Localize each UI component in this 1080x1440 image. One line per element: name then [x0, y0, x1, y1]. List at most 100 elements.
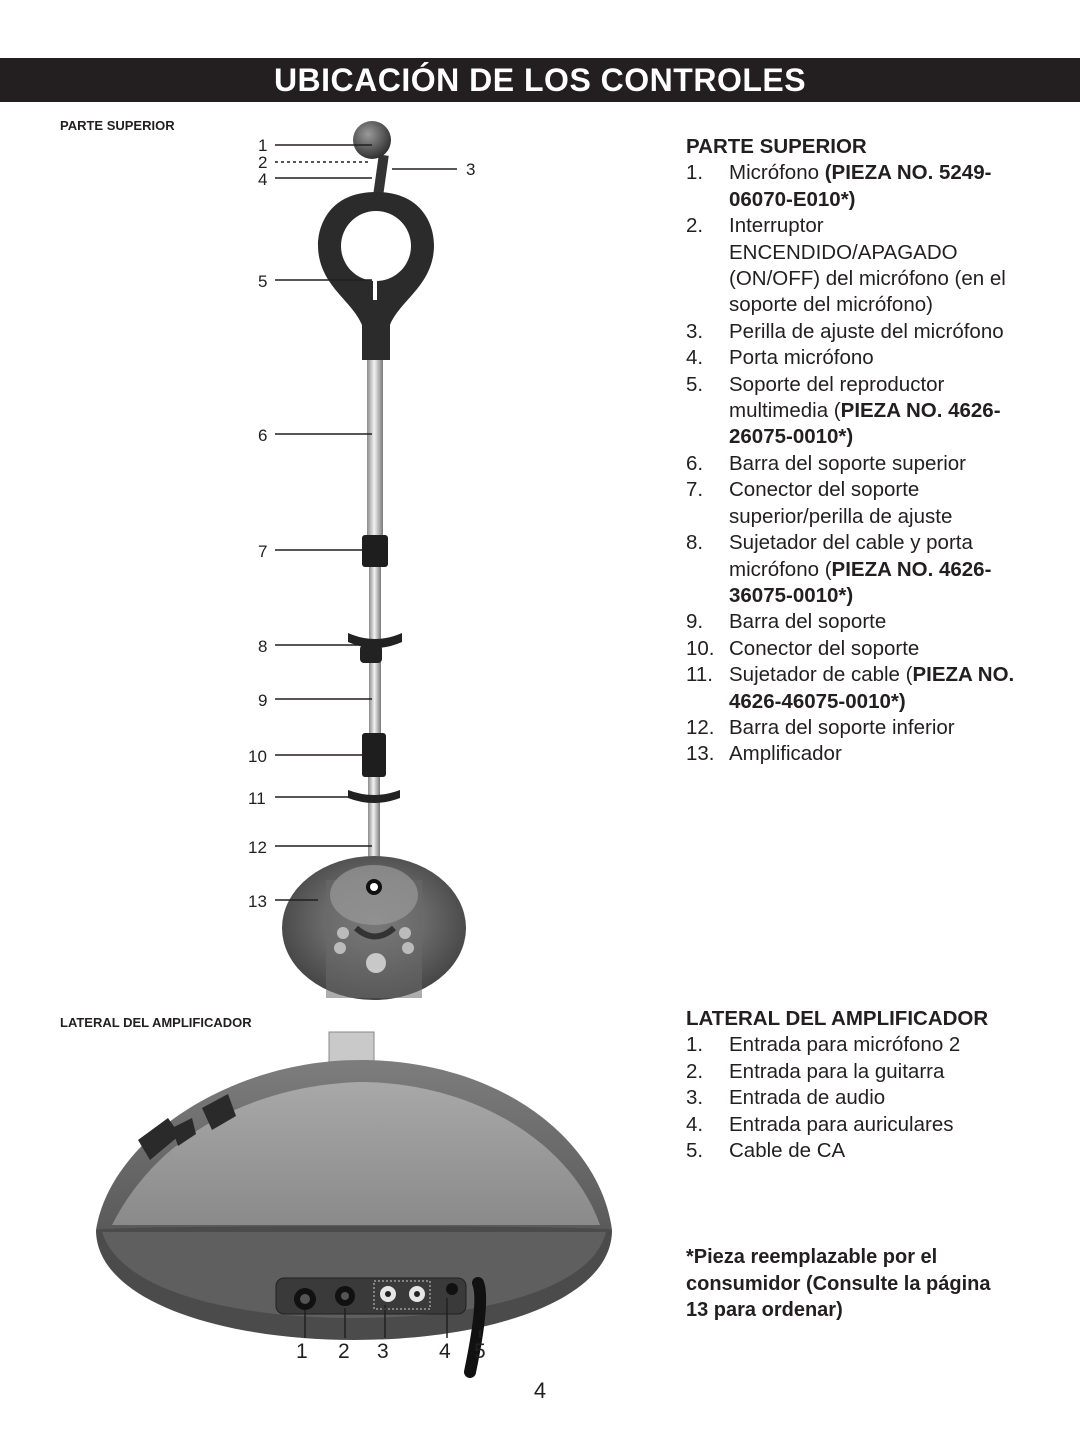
part-number: (PIEZA NO. 5249-06070-E010*): [729, 161, 992, 211]
list-item-text: Micrófono (PIEZA NO. 5249-06070-E010*): [729, 160, 1026, 213]
list-item-text: Sujetador del cable y porta micrófono (P…: [729, 530, 1026, 609]
list-item-plain: Porta micrófono: [729, 346, 874, 370]
side-callout-4: 4: [439, 1340, 451, 1363]
top-callout-lines: [275, 144, 457, 901]
upper-pole-drawing: [367, 360, 383, 538]
figure-label-top: PARTE SUPERIOR: [60, 118, 175, 133]
list-item: 2. Entrada para la guitarra: [686, 1059, 1026, 1085]
connector-drawing: [362, 535, 388, 567]
list-item: 3. Perilla de ajuste del micrófono: [686, 319, 1026, 345]
list-item-plain: Barra del soporte inferior: [729, 715, 955, 739]
list-item-text: Cable de CA: [729, 1138, 1026, 1164]
list-item: 10. Conector del soporte: [686, 636, 1026, 662]
callout-2: 2: [258, 153, 267, 172]
list-item-plain: Conector del soporte superior/perilla de…: [729, 478, 953, 528]
callout-5: 5: [258, 272, 267, 291]
list-item-text: Porta micrófono: [729, 345, 1026, 371]
list-item: 5. Cable de CA: [686, 1138, 1026, 1164]
figure-label-side: LATERAL DEL AMPLIFICADOR: [60, 1015, 252, 1030]
list-item-number: 1.: [686, 161, 704, 185]
list-item-number: 12.: [686, 715, 715, 739]
list-item-text: Interruptor ENCENDIDO/APAGADO (ON/OFF) d…: [729, 213, 1026, 319]
side-parts-list: LATERAL DEL AMPLIFICADOR 1.Entrada para …: [686, 1006, 1026, 1164]
lower-clip-drawing: [348, 790, 400, 803]
list-item: 11. Sujetador de cable (PIEZA NO. 4626-46…: [686, 662, 1026, 715]
list-item-plain: Interruptor ENCENDIDO/APAGADO (ON/OFF) d…: [729, 214, 1006, 317]
list-item-text: Conector del soporte: [729, 636, 1026, 662]
list-item: 7. Conector del soporte superior/perilla …: [686, 477, 1026, 530]
list-item-number: 10.: [686, 636, 715, 660]
list-item-plain: Entrada para la guitarra: [729, 1059, 945, 1083]
side-callout-3: 3: [377, 1340, 389, 1363]
list-item-text: Perilla de ajuste del micrófono: [729, 319, 1026, 345]
callout-4: 4: [258, 170, 267, 189]
list-item-number: 8.: [686, 531, 704, 555]
list-item-text: Conector del soporte superior/perilla de…: [729, 477, 1026, 530]
page-number: 4: [533, 1378, 547, 1403]
list-item: 3. Entrada de audio: [686, 1085, 1026, 1111]
side-callout-lines: [304, 1298, 481, 1338]
list-item-number: 3.: [686, 319, 704, 343]
list-item: 12. Barra del soporte inferior: [686, 715, 1026, 741]
list-item-number: 4.: [686, 1112, 704, 1136]
list-item: 8. Sujetador del cable y porta micrófono …: [686, 530, 1026, 609]
list-item-number: 2.: [686, 1059, 704, 1083]
list-item-text: Entrada para micrófono 2: [729, 1032, 1026, 1058]
media-holder-drawing: [318, 192, 434, 360]
callout-12: 12: [248, 838, 267, 857]
list-item-number: 7.: [686, 478, 704, 502]
callout-9: 9: [258, 691, 267, 710]
section-heading-side: LATERAL DEL AMPLIFICADOR: [686, 1007, 989, 1030]
list-item-text: Soporte del reproductor multimedia (PIEZ…: [729, 372, 1026, 451]
lower-connector-drawing: [362, 733, 386, 777]
list-item-text: Barra del soporte superior: [729, 451, 1026, 477]
callout-11: 11: [248, 789, 266, 808]
list-item-text: Sujetador de cable (PIEZA NO. 4626-46075…: [729, 662, 1026, 715]
list-item-plain: Entrada para micrófono 2: [729, 1033, 961, 1057]
side-callout-numbers: 1 2 3 4 5: [296, 1340, 486, 1363]
list-item-plain: Barra del soporte superior: [729, 451, 967, 475]
amplifier-side-drawing: [96, 1031, 612, 1378]
list-item-number: 6.: [686, 451, 704, 475]
list-item-plain: Perilla de ajuste del micrófono: [729, 319, 1004, 343]
list-item: 1. Micrófono (PIEZA NO. 5249-06070-E010*): [686, 160, 1026, 213]
list-item-number: 4.: [686, 346, 704, 370]
list-item-plain: Entrada para auriculares: [729, 1112, 954, 1136]
list-item-plain: Conector del soporte: [729, 636, 920, 660]
microphone-drawing: [353, 121, 391, 196]
list-item-plain: Barra del soporte: [729, 610, 887, 634]
list-item-number: 9.: [686, 610, 704, 634]
list-item-number: 2.: [686, 214, 704, 238]
list-item-text: Amplificador: [729, 741, 1026, 767]
replacement-note: *Pieza reemplazable por el consumidor (C…: [686, 1246, 991, 1321]
top-parts-list: PARTE SUPERIOR 1. Micrófono (PIEZA NO. 52…: [686, 134, 1026, 768]
callout-7: 7: [258, 542, 267, 561]
list-item-number: 13.: [686, 742, 715, 766]
list-item: 2. Interruptor ENCENDIDO/APAGADO (ON/OFF)…: [686, 213, 1026, 319]
section-heading-top: PARTE SUPERIOR: [686, 135, 867, 158]
list-item-number: 5.: [686, 372, 704, 396]
list-item-plain: Entrada de audio: [729, 1086, 886, 1110]
page-title: UBICACIÓN DE LOS CONTROLES: [0, 58, 1080, 102]
list-item-plain: Amplificador: [729, 742, 842, 766]
list-item: 1.Entrada para micrófono 2: [686, 1032, 1026, 1058]
side-callout-1: 1: [296, 1340, 308, 1363]
list-item: 9. Barra del soporte: [686, 609, 1026, 635]
list-item-plain: Sujetador del cable y porta micrófono (: [729, 531, 973, 581]
list-item-number: 3.: [686, 1086, 704, 1110]
callout-6: 6: [258, 426, 267, 445]
list-item-text: Entrada de audio: [729, 1085, 1026, 1111]
part-number: PIEZA NO. 4626-46075-0010*): [729, 663, 1015, 713]
top-callout-numbers: 1 2 3 4 5 6 7 8 9 10 11 12 13: [248, 136, 475, 911]
list-item: 6. Barra del soporte superior: [686, 451, 1026, 477]
list-item-plain: Micrófono: [729, 161, 825, 185]
list-item: 13. Amplificador: [686, 741, 1026, 767]
list-item-number: 11.: [686, 663, 713, 687]
part-number: PIEZA NO. 4626-36075-0010*): [729, 557, 992, 607]
list-item-number: 5.: [686, 1139, 704, 1163]
list-item-plain: Soporte del reproductor multimedia (: [729, 372, 945, 423]
list-item-text: Entrada para auriculares: [729, 1112, 1026, 1138]
callout-10: 10: [248, 747, 267, 766]
side-callout-5: 5: [474, 1340, 486, 1363]
